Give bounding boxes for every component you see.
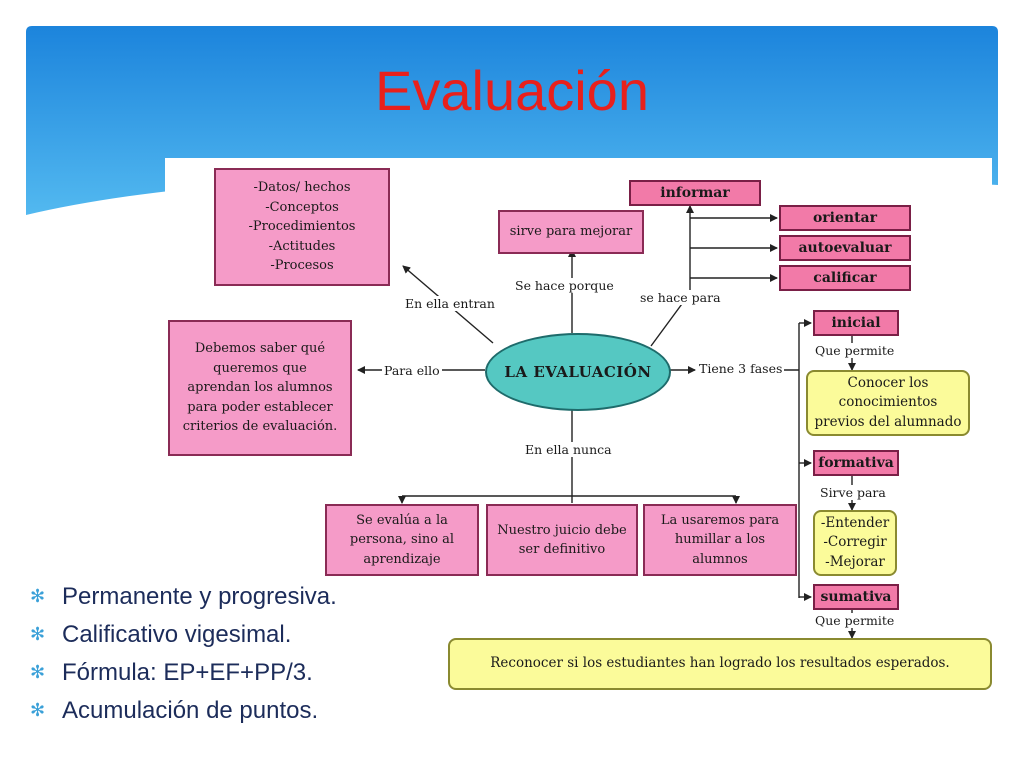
never-item-2: Nuestro juicio debe ser definitivo xyxy=(486,504,638,576)
asterisk-icon: ✻ xyxy=(30,624,46,644)
asterisk-icon: ✻ xyxy=(30,586,46,606)
bullet-item: ✻ Permanente y progresiva. xyxy=(30,580,337,618)
phase-formativa: formativa xyxy=(813,450,899,476)
bullet-item: ✻ Acumulación de puntos. xyxy=(30,694,337,732)
phase-inicial-connector: Que permite xyxy=(813,343,897,358)
never-label: En ella nunca xyxy=(523,442,614,457)
bullet-list: ✻ Permanente y progresiva. ✻ Calificativo … xyxy=(30,580,337,732)
concept-map: -Datos/ hechos -Conceptos -Procedimiento… xyxy=(165,158,992,698)
bullet-text: Permanente y progresiva. xyxy=(62,583,337,610)
phase-sumativa: sumativa xyxy=(813,584,899,610)
bullet-text: Calificativo vigesimal. xyxy=(62,621,292,648)
enters-label: En ella entran xyxy=(403,296,497,311)
reason-label: Se hace porque xyxy=(513,278,616,293)
slide-title: Evaluación xyxy=(375,59,649,122)
for-it-box: Debemos saber qué queremos que aprendan … xyxy=(168,320,352,456)
purpose-calificar: calificar xyxy=(779,265,911,291)
asterisk-icon: ✻ xyxy=(30,700,46,720)
enters-box: -Datos/ hechos -Conceptos -Procedimiento… xyxy=(214,168,390,286)
phase-sumativa-detail: Reconocer si los estudiantes han logrado… xyxy=(448,638,992,690)
bullet-text: Fórmula: EP+EF+PP/3. xyxy=(62,659,313,686)
bullet-text: Acumulación de puntos. xyxy=(62,697,319,724)
purpose-label: se hace para xyxy=(638,290,723,305)
phases-label: Tiene 3 fases xyxy=(697,361,785,376)
phase-inicial-detail: Conocer los conocimientos previos del al… xyxy=(806,370,970,436)
phase-inicial: inicial xyxy=(813,310,899,336)
phase-formativa-connector: Sirve para xyxy=(818,485,888,500)
purpose-autoevaluar: autoevaluar xyxy=(779,235,911,261)
bullet-item: ✻ Calificativo vigesimal. xyxy=(30,618,337,656)
asterisk-icon: ✻ xyxy=(30,662,46,682)
never-item-3: La usaremos para humillar a los alumnos xyxy=(643,504,797,576)
for-it-label: Para ello xyxy=(382,363,442,378)
phase-sumativa-connector: Que permite xyxy=(813,613,897,628)
bullet-item: ✻ Fórmula: EP+EF+PP/3. xyxy=(30,656,337,694)
never-item-1: Se evalúa a la persona, sino al aprendiz… xyxy=(325,504,479,576)
phase-formativa-detail: -Entender -Corregir -Mejorar xyxy=(813,510,897,576)
purpose-orientar: orientar xyxy=(779,205,911,231)
purpose-informar: informar xyxy=(629,180,761,206)
center-node: LA EVALUACIÓN xyxy=(485,333,671,411)
reason-box: sirve para mejorar xyxy=(498,210,644,254)
